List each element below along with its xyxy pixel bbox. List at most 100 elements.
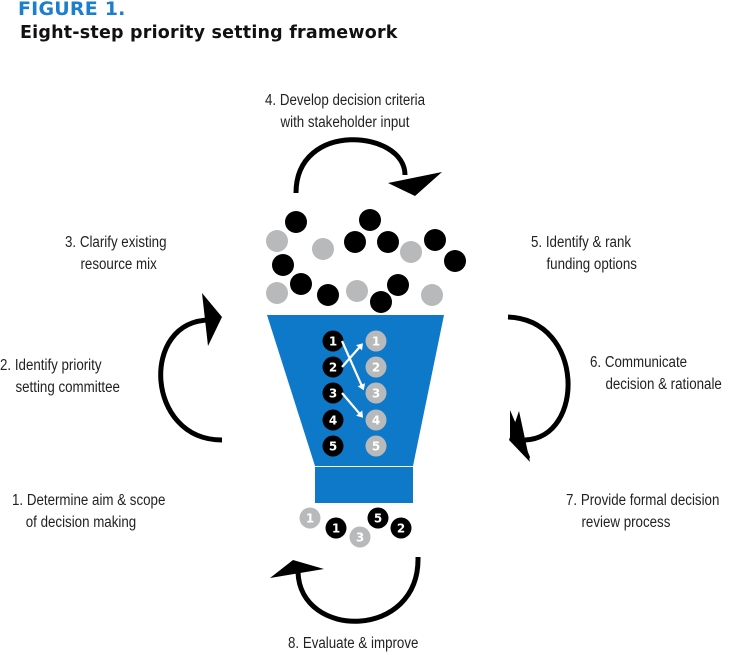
reorder-arrow	[341, 343, 364, 368]
output-ball: 2	[390, 517, 412, 539]
ranked-ball-left-circle	[322, 356, 344, 378]
cycle-arrow-step-8	[270, 556, 421, 624]
ranked-ball-left-label: 1	[329, 335, 337, 349]
input-ball-circle	[290, 273, 312, 295]
input-ball-circle	[272, 254, 294, 276]
step-2-number: 2.	[0, 357, 12, 374]
output-ball: 5	[367, 507, 389, 529]
output-ball-label: 1	[306, 512, 314, 526]
input-ball-circle	[344, 231, 366, 253]
input-ball-circle	[400, 241, 422, 263]
figure-label: FIGURE 1.	[18, 0, 126, 20]
step-7-label: 7. Provide formal decision review proces…	[566, 490, 719, 534]
input-ball	[400, 241, 422, 263]
step-4-number: 4.	[265, 92, 277, 109]
input-ball	[346, 280, 368, 302]
input-ball	[266, 230, 288, 252]
step-3-label: 3. Clarify existing resource mix	[65, 232, 167, 276]
step-6-label: 6. Communicate decision & rationale	[590, 352, 722, 396]
ranked-ball-right: 2	[365, 356, 387, 378]
input-ball	[387, 274, 409, 296]
input-ball	[344, 231, 366, 253]
output-balls: 1 1 352	[299, 507, 412, 548]
input-ball-circle	[266, 230, 288, 252]
ranked-ball-right-circle	[365, 356, 387, 378]
ranked-ball-right: 1	[365, 330, 387, 352]
ranked-ball-right-label: 4	[372, 414, 380, 428]
ranked-ball-left: 3	[322, 382, 344, 404]
input-ball-circle	[424, 229, 446, 251]
input-ball-circle	[444, 250, 466, 272]
step-5-label: 5. Identify & rank funding options	[531, 232, 637, 276]
cycle-arrow-step-6	[507, 314, 571, 462]
output-ball-circle	[349, 526, 371, 548]
output-ball-label: 1	[332, 522, 340, 536]
step-5-number: 5.	[531, 234, 543, 251]
step-3-text-line2: resource mix	[80, 256, 157, 273]
ranked-ball-left-label: 4	[329, 414, 337, 428]
output-ball-circle	[390, 517, 412, 539]
ranked-ball-left: 1	[322, 330, 344, 352]
step-1-text: Determine aim & scope	[26, 492, 166, 509]
ranked-ball-right-label: 1	[372, 335, 380, 349]
input-ball	[272, 254, 294, 276]
input-ball-circle	[377, 231, 399, 253]
input-balls	[266, 209, 466, 313]
input-ball-circle	[370, 291, 392, 313]
input-ball-circle	[387, 274, 409, 296]
ranked-ball-left: 2	[322, 356, 344, 378]
ranked-ball-right-circle	[365, 330, 387, 352]
step-2-label: 2. Identify priority setting committee	[0, 355, 120, 399]
output-ball-circle	[367, 507, 389, 529]
ranked-ball-left-label: 5	[329, 440, 337, 454]
step-6-number: 6.	[590, 354, 602, 371]
output-ball-label: 5	[374, 512, 382, 526]
ranked-ball-right-label: 2	[372, 361, 380, 375]
output-ball-circle	[299, 507, 321, 529]
step-6-text: Communicate	[604, 354, 688, 371]
reorder-arrow	[341, 392, 364, 418]
step-8-text: Evaluate & improve	[302, 635, 419, 652]
input-ball	[421, 284, 443, 306]
input-ball	[359, 209, 381, 231]
ranked-ball-right-circle	[365, 435, 387, 457]
input-ball	[377, 231, 399, 253]
output-ball: 3	[349, 526, 371, 548]
ranked-ball-left-circle	[322, 435, 344, 457]
ranked-ball-left-circle	[322, 382, 344, 404]
step-7-text-line2: review process	[581, 514, 671, 531]
step-2-text-line2: setting committee	[15, 379, 120, 396]
input-ball-circle	[317, 284, 339, 306]
step-3-text: Clarify existing	[79, 234, 167, 251]
input-ball	[444, 250, 466, 272]
input-ball-circle	[285, 211, 307, 233]
ranked-ball-left-circle	[322, 409, 344, 431]
input-ball-circle	[421, 284, 443, 306]
step-6-text-line2: decision & rationale	[605, 376, 722, 393]
input-ball-circle	[346, 280, 368, 302]
ranked-ball-left-label: 2	[329, 361, 337, 375]
input-ball	[266, 282, 288, 304]
input-ball	[285, 211, 307, 233]
ranked-ball-left-label: 3	[329, 387, 337, 401]
ranked-ball-right: 5	[365, 435, 387, 457]
output-ball: 1	[299, 507, 321, 529]
input-ball	[370, 291, 392, 313]
funnel-balls: 1 2 3 4 5 1 2 3 4 5	[322, 330, 387, 457]
input-ball-circle	[359, 209, 381, 231]
step-4-label: 4. Develop decision criteria with stakeh…	[265, 90, 425, 134]
ranked-ball-right-circle	[365, 382, 387, 404]
input-ball	[312, 238, 334, 260]
input-ball-circle	[266, 282, 288, 304]
ranked-ball-right-label: 5	[372, 440, 380, 454]
output-ball-label: 3	[356, 531, 364, 545]
reorder-arrow	[340, 340, 366, 391]
output-ball-circle	[325, 517, 347, 539]
step-7-number: 7.	[566, 492, 578, 509]
cycle-arrow-step-2	[158, 293, 223, 443]
funnel-spout	[315, 467, 413, 503]
step-4-text-line2: with stakeholder input	[280, 114, 410, 131]
ranked-ball-right: 3	[365, 382, 387, 404]
figure-title: Eight-step priority setting framework	[20, 23, 398, 43]
